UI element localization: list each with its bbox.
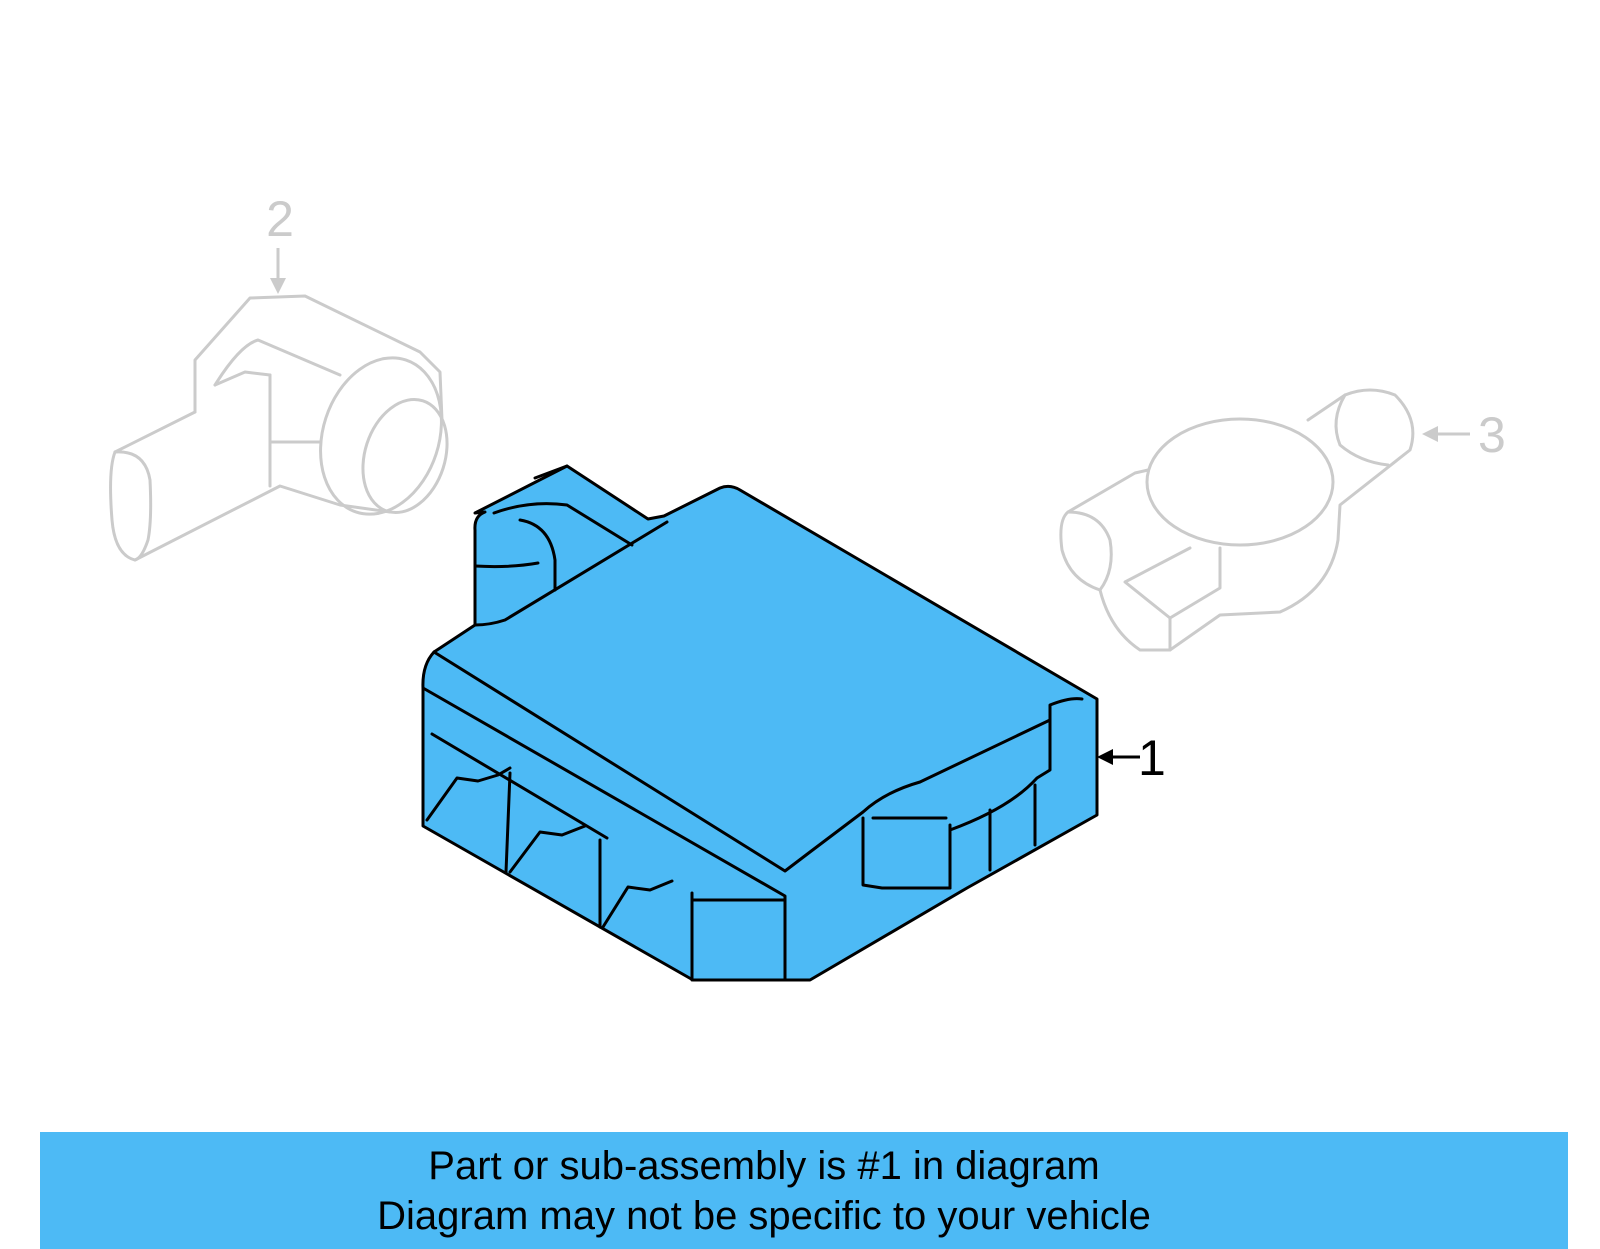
callout-2-label: 2 bbox=[266, 191, 294, 247]
part-1-control-module bbox=[421, 464, 1099, 982]
callout-2-arrow bbox=[270, 248, 286, 294]
callout-3-label: 3 bbox=[1478, 407, 1506, 463]
banner-line-part-info: Part or sub-assembly is #1 in diagram bbox=[428, 1143, 1100, 1188]
callout-1-label: 1 bbox=[1138, 730, 1166, 786]
banner-line-disclaimer: Diagram may not be specific to your vehi… bbox=[377, 1193, 1151, 1238]
callout-3-arrow bbox=[1422, 426, 1470, 442]
part-2-sensor bbox=[109, 294, 449, 562]
info-banner: Part or sub-assembly is #1 in diagram Di… bbox=[40, 1132, 1568, 1249]
callout-1-arrow bbox=[1097, 749, 1140, 765]
part-3-sensor bbox=[1059, 388, 1415, 652]
banner-background bbox=[40, 1132, 1568, 1249]
